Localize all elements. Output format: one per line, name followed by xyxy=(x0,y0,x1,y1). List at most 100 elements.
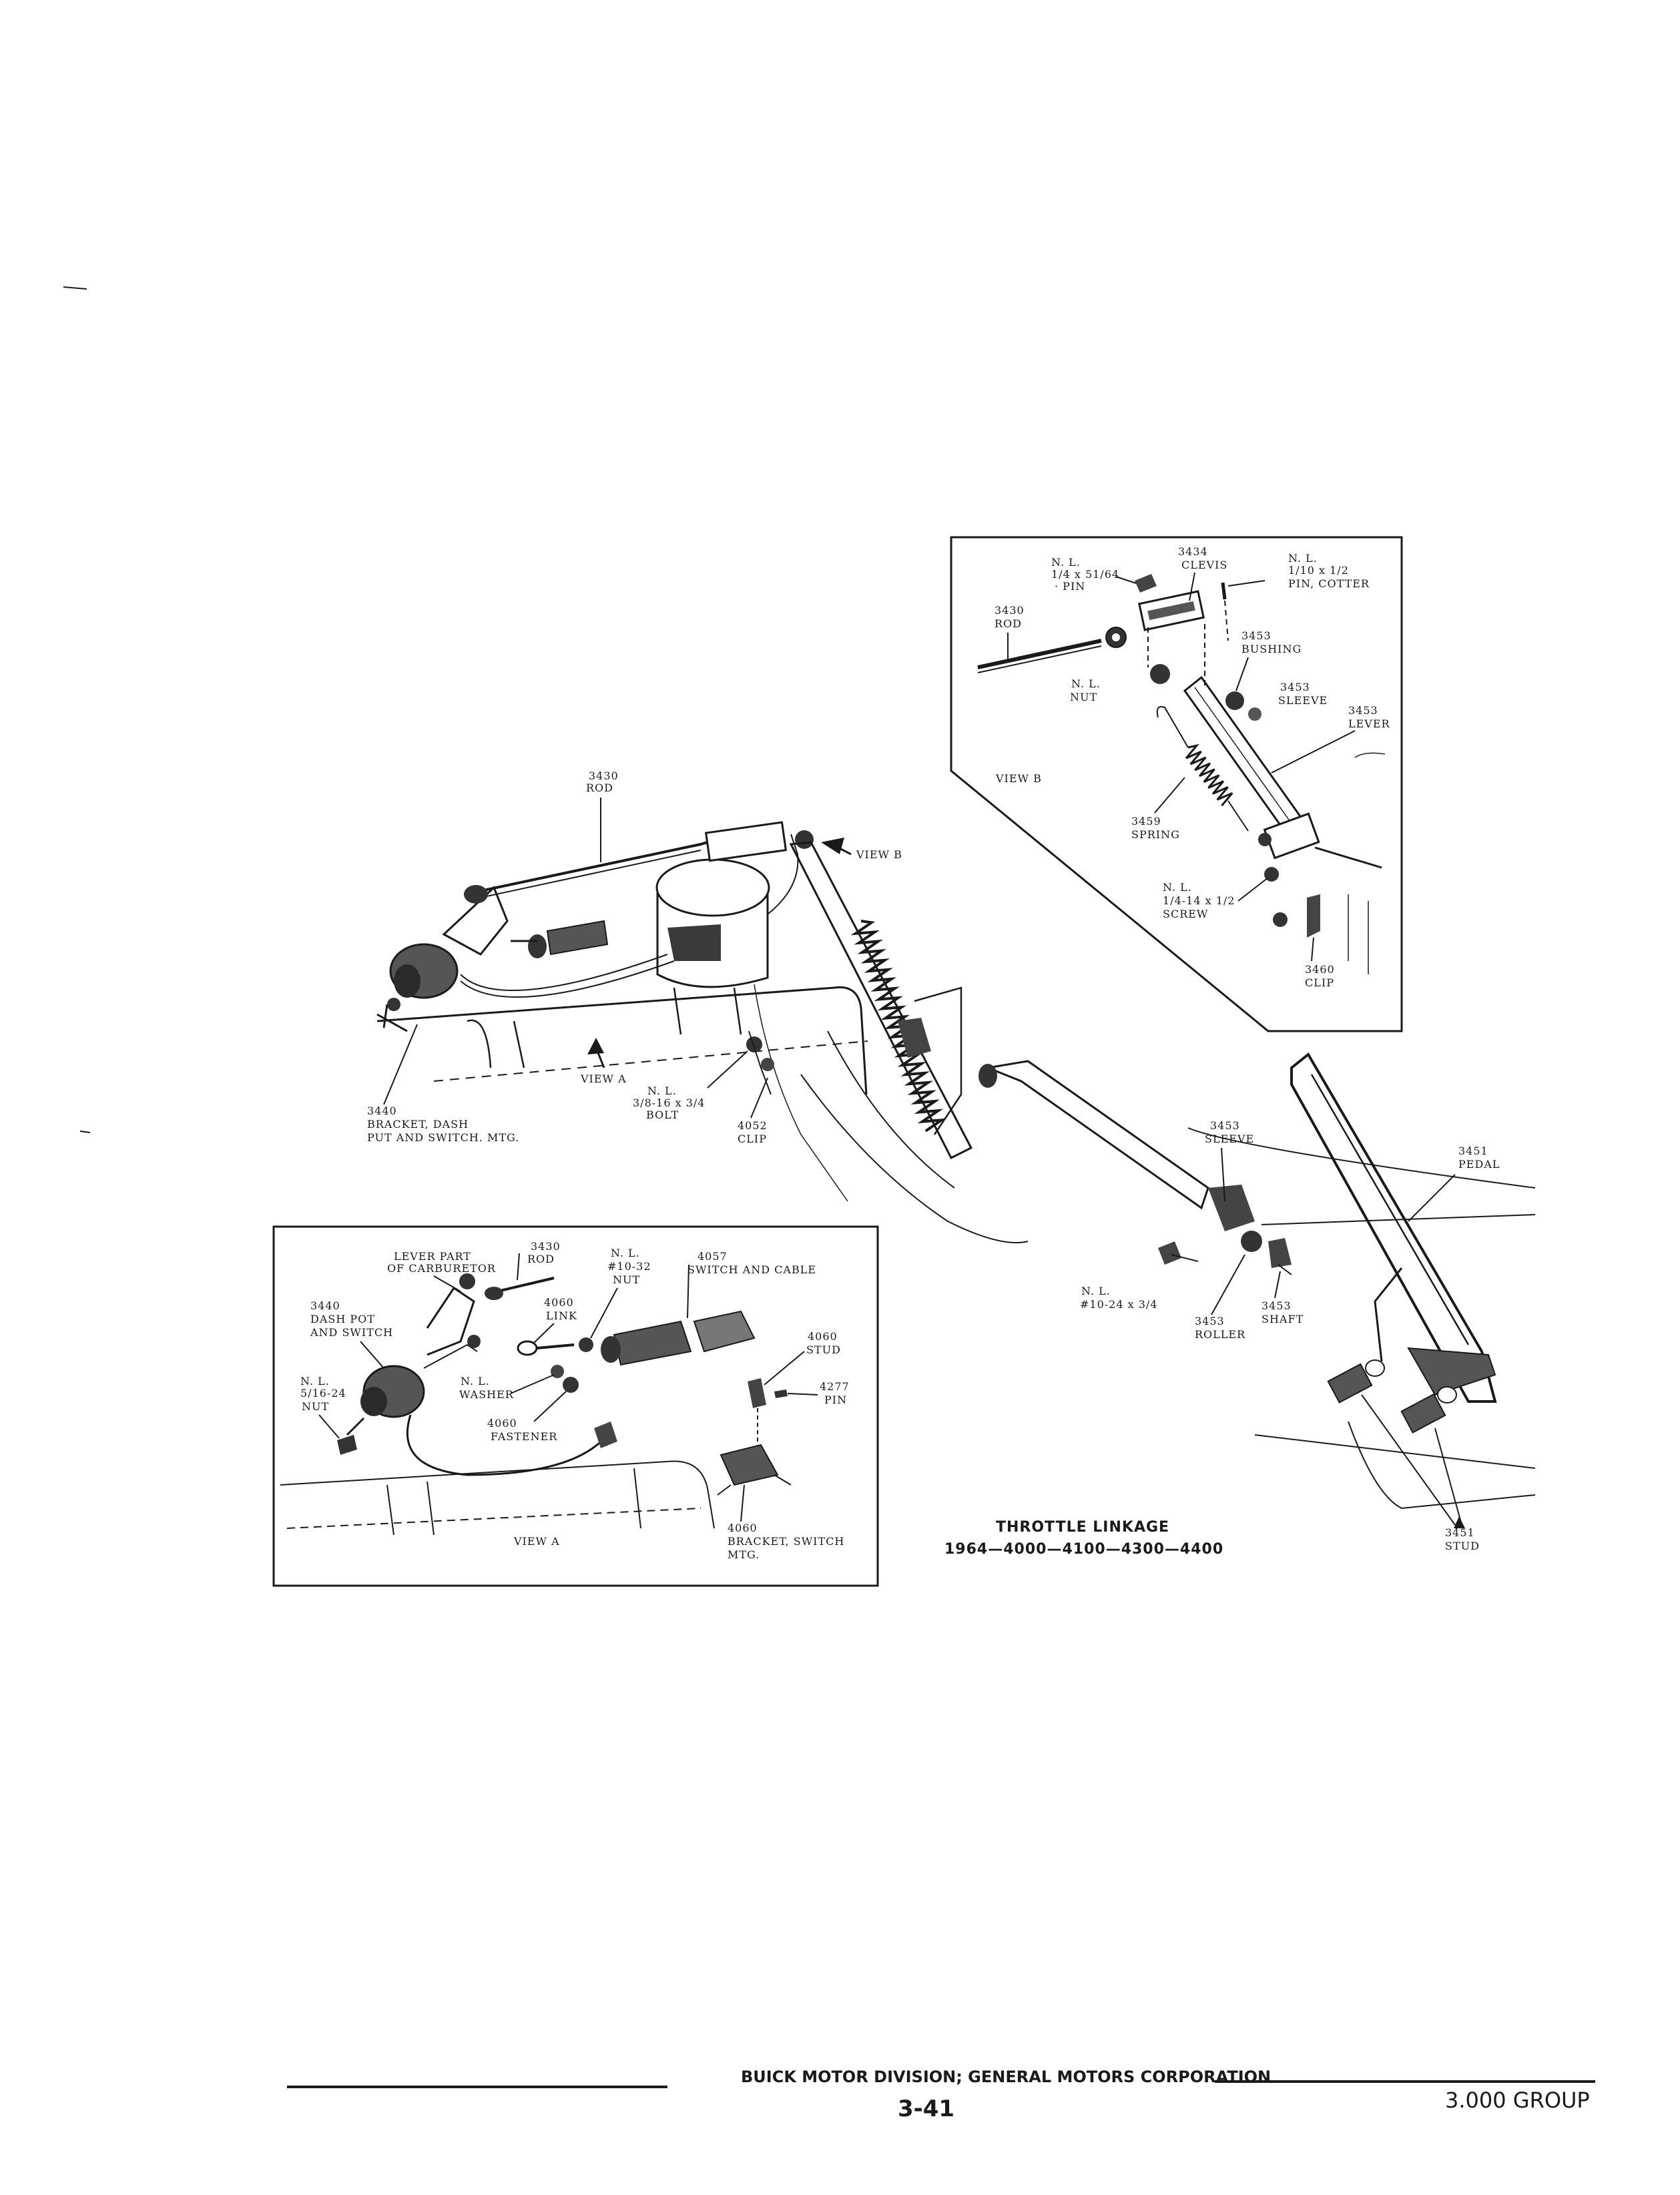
view-b-bushing xyxy=(1150,664,1262,721)
svg-text:4060: 4060 xyxy=(544,1296,574,1309)
svg-text:N. L.: N. L. xyxy=(1163,881,1192,894)
view-a-label-rod: 3430 ROD xyxy=(517,1240,561,1281)
main-label-bolt: N. L. 3/8-16 x 3/4 BOLT xyxy=(633,1050,748,1121)
view-a-carb-lever xyxy=(423,1273,481,1369)
svg-text:3430: 3430 xyxy=(589,769,619,782)
svg-text:3453: 3453 xyxy=(1195,1315,1225,1327)
view-b-cotter-pin xyxy=(1221,582,1227,600)
svg-text:PUT AND SWITCH. MTG.: PUT AND SWITCH. MTG. xyxy=(367,1131,519,1144)
view-a-washer xyxy=(551,1365,579,1393)
svg-text:SWITCH AND CABLE: SWITCH AND CABLE xyxy=(687,1263,816,1276)
diagram-title: THROTTLE LINKAGE 1964—4000—4100—4300—440… xyxy=(944,1519,1223,1558)
view-b-label-nut: N. L. NUT xyxy=(1070,677,1101,703)
svg-text:3453: 3453 xyxy=(1348,704,1378,717)
view-b-lever xyxy=(1183,675,1382,869)
footer-rule-right xyxy=(1215,2080,1595,2083)
svg-text:NUT: NUT xyxy=(613,1273,640,1286)
svg-text:4060: 4060 xyxy=(728,1522,758,1534)
svg-text:FASTENER: FASTENER xyxy=(491,1430,557,1443)
view-a-label-lever-carb: LEVER PART OF CARBURETOR xyxy=(387,1250,495,1292)
svg-text:1/10 x 1/2: 1/10 x 1/2 xyxy=(1288,564,1349,577)
view-b-labels: 3434 CLEVIS N. L. 1/4 x 51/64 · PIN N. L… xyxy=(995,545,1390,989)
footer-rule-left xyxy=(287,2086,667,2088)
view-b-label-lever: 3453 LEVER xyxy=(1271,704,1390,773)
main-label-nl-screw: N. L. #10-24 x 3/4 xyxy=(1080,1285,1157,1311)
view-a-switch xyxy=(601,1310,756,1366)
svg-text:3453: 3453 xyxy=(1210,1119,1240,1132)
svg-text:5/16-24: 5/16-24 xyxy=(300,1387,346,1399)
svg-text:SPRING: SPRING xyxy=(1131,828,1180,841)
svg-text:BRACKET, SWITCH: BRACKET, SWITCH xyxy=(728,1535,844,1548)
view-a-cable xyxy=(406,1414,617,1476)
main-label-view-b: VIEW B xyxy=(821,838,902,861)
svg-text:VIEW B: VIEW B xyxy=(856,848,902,861)
footer-page-number: 3-41 xyxy=(898,2096,955,2122)
main-label-clip-4052: 4052 CLIP xyxy=(738,1077,768,1145)
svg-text:3451: 3451 xyxy=(1458,1145,1488,1157)
main-label-bracket-3440: 3440 BRACKET, DASH PUT AND SWITCH. MTG. xyxy=(367,1024,519,1144)
view-a-label-bracket: 4060 BRACKET, SWITCH MTG. xyxy=(728,1484,844,1561)
view-a-label-pin: 4277 PIN xyxy=(787,1380,849,1406)
svg-text:N. L.: N. L. xyxy=(1071,677,1101,690)
svg-text:CLIP: CLIP xyxy=(738,1133,767,1145)
svg-text:LEVER PART: LEVER PART xyxy=(394,1250,471,1263)
view-a-label-switch: 4057 SWITCH AND CABLE xyxy=(687,1250,816,1319)
svg-text:CLIP: CLIP xyxy=(1305,976,1334,989)
svg-text:N. L.: N. L. xyxy=(1081,1285,1111,1297)
svg-text:4060: 4060 xyxy=(487,1417,517,1430)
view-b-label-cotter: N. L. 1/10 x 1/2 PIN, COTTER xyxy=(1227,552,1369,590)
svg-text:PIN: PIN xyxy=(824,1393,847,1406)
svg-text:N. L.: N. L. xyxy=(461,1375,490,1387)
main-label-rod: 3430 ROD xyxy=(586,769,619,862)
svg-text:LEVER: LEVER xyxy=(1348,717,1390,730)
svg-text:3459: 3459 xyxy=(1131,815,1161,828)
view-a-caption: VIEW A xyxy=(513,1535,560,1548)
main-label-roller: 3453 ROLLER xyxy=(1195,1254,1245,1341)
view-b-label-clevis: 3434 CLEVIS xyxy=(1178,545,1227,601)
svg-text:3440: 3440 xyxy=(310,1299,340,1312)
view-b-label-sleeve: 3453 SLEEVE xyxy=(1278,681,1328,707)
view-b-label-clip: 3460 CLIP xyxy=(1305,937,1334,989)
svg-text:BUSHING: BUSHING xyxy=(1241,643,1302,655)
svg-text:NUT: NUT xyxy=(1070,691,1097,703)
view-a-dash-pot xyxy=(337,1365,425,1455)
svg-text:ROD: ROD xyxy=(527,1253,555,1265)
view-b-spring xyxy=(1156,706,1249,832)
svg-text:3453: 3453 xyxy=(1262,1299,1292,1312)
svg-text:3453: 3453 xyxy=(1241,629,1272,642)
view-a-stud xyxy=(748,1378,788,1448)
view-b-clip xyxy=(1307,894,1320,938)
svg-text:N. L.: N. L. xyxy=(1288,552,1318,565)
svg-text:NUT: NUT xyxy=(302,1400,329,1413)
svg-text:N. L.: N. L. xyxy=(300,1375,330,1387)
svg-text:1964—4000—4100—4300—4400: 1964—4000—4100—4300—4400 xyxy=(944,1541,1223,1558)
svg-text:SLEEVE: SLEEVE xyxy=(1205,1133,1254,1145)
view-a-label-washer: N. L. WASHER xyxy=(459,1374,555,1401)
main-lever-arm xyxy=(789,841,973,1160)
main-pedal-rod xyxy=(978,1060,1209,1210)
view-b-caption: VIEW B xyxy=(995,772,1042,785)
main-label-view-a: VIEW A xyxy=(580,1038,626,1085)
svg-text:N. L.: N. L. xyxy=(647,1084,677,1097)
svg-text:3453: 3453 xyxy=(1280,681,1310,693)
svg-text:N. L.: N. L. xyxy=(611,1247,640,1259)
svg-text:SLEEVE: SLEEVE xyxy=(1278,694,1328,707)
svg-text:DASH POT: DASH POT xyxy=(310,1313,375,1325)
svg-text:4057: 4057 xyxy=(697,1250,728,1263)
view-b-label-spring: 3459 SPRING xyxy=(1131,777,1185,841)
footer-group: 3.000 GROUP xyxy=(1445,2088,1590,2113)
svg-text:SCREW: SCREW xyxy=(1163,908,1208,920)
svg-text:3430: 3430 xyxy=(531,1240,561,1253)
svg-text:1/4-14 x 1/2: 1/4-14 x 1/2 xyxy=(1163,894,1235,907)
view-a-rod xyxy=(485,1277,555,1300)
main-pedal xyxy=(1290,1052,1497,1403)
svg-text:N. L.: N. L. xyxy=(1051,556,1081,569)
svg-text:THROTTLE LINKAGE: THROTTLE LINKAGE xyxy=(996,1519,1169,1536)
svg-text:LINK: LINK xyxy=(546,1309,577,1322)
main-switch xyxy=(511,920,609,958)
view-b-nut xyxy=(1105,627,1127,648)
svg-text:PEDAL: PEDAL xyxy=(1458,1158,1500,1171)
svg-text:4052: 4052 xyxy=(738,1119,768,1132)
main-label-stud: 3451 STUD xyxy=(1361,1394,1479,1552)
